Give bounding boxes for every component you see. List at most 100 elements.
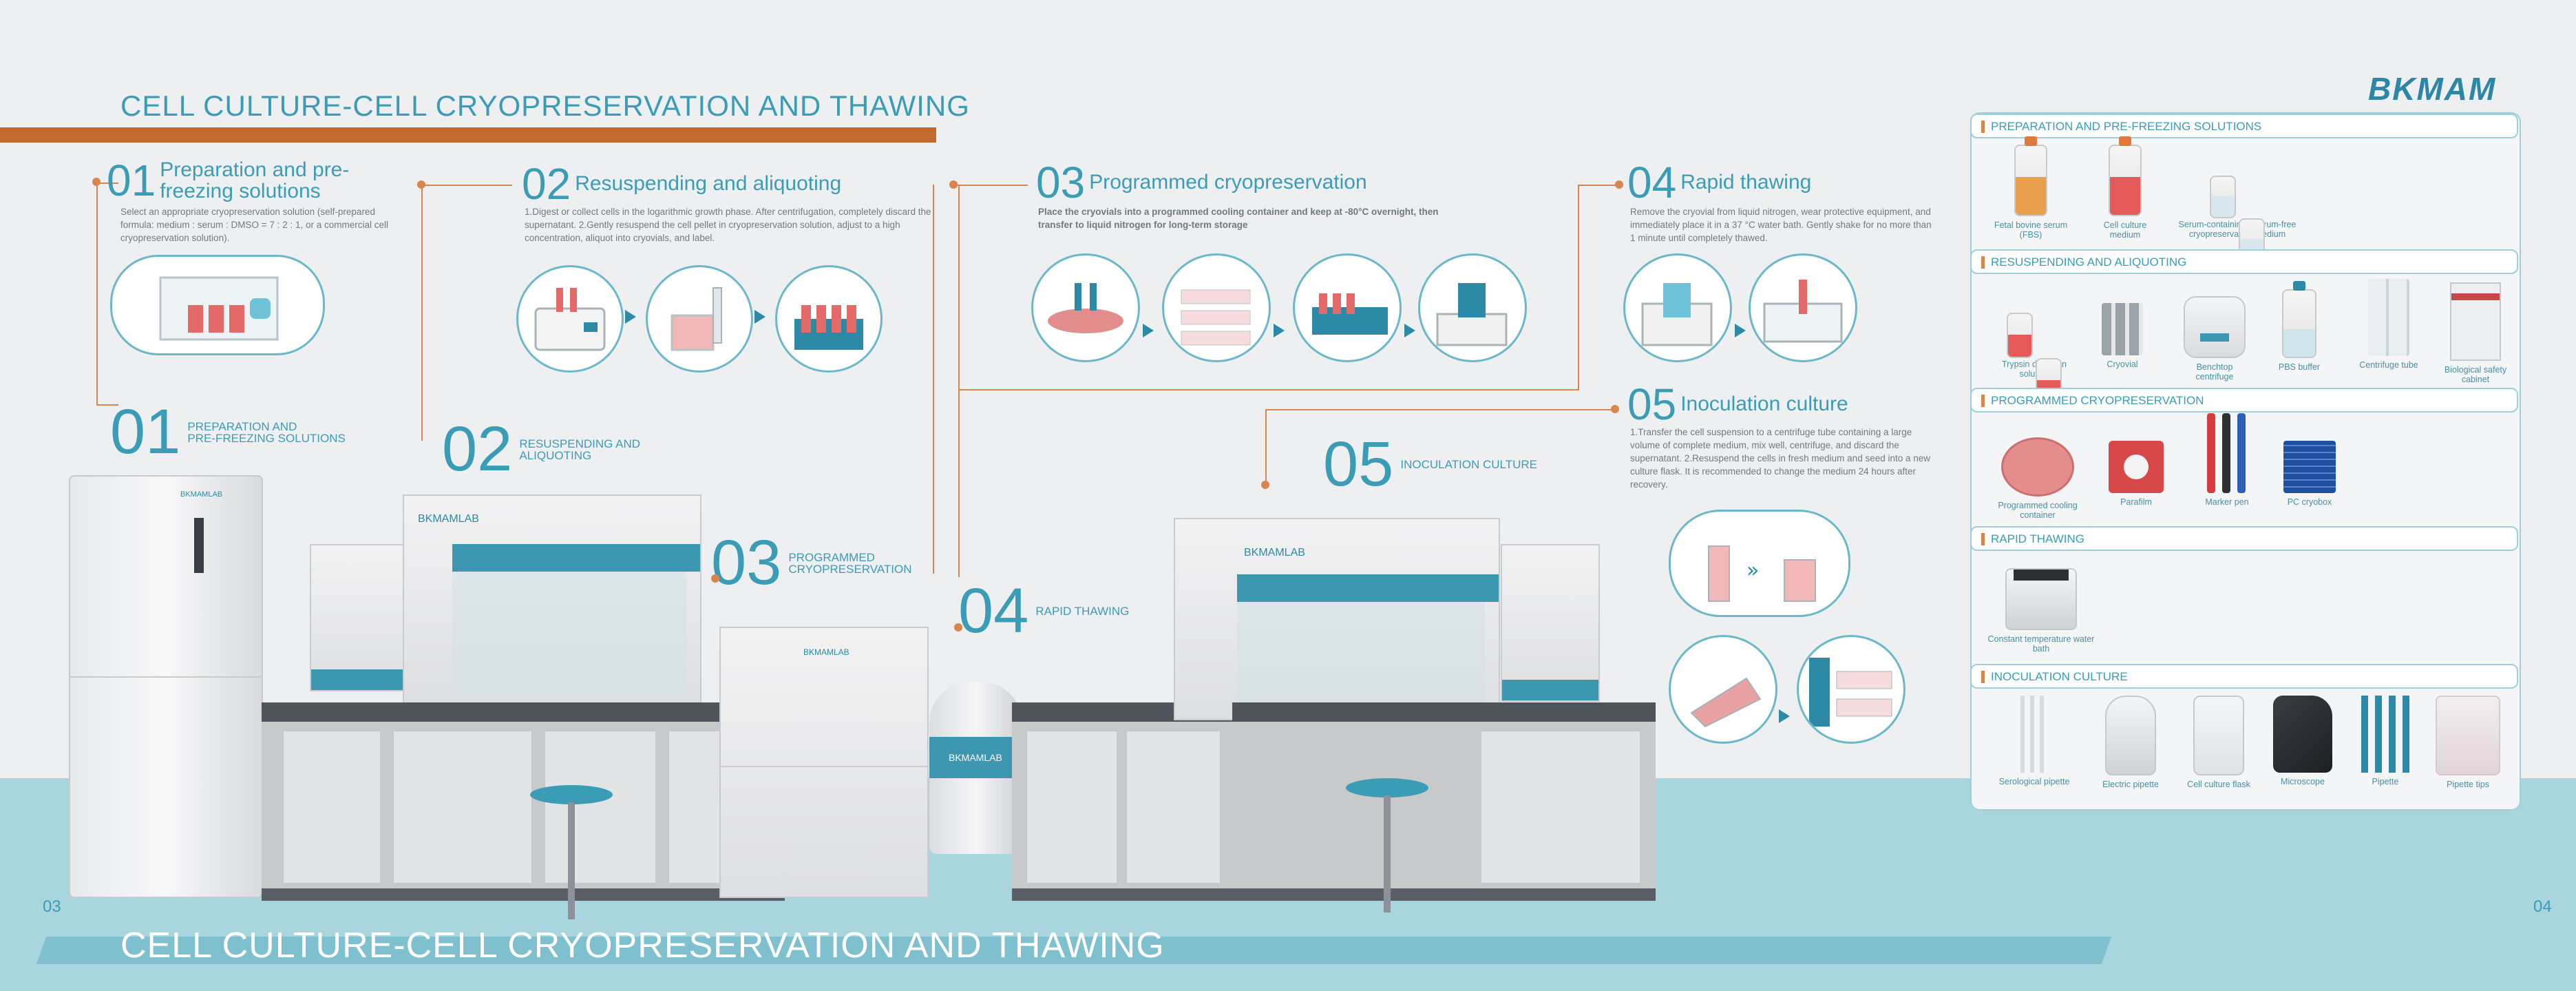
- culture-flask-icon: [1690, 677, 1762, 728]
- ultra-low-freezer: BKMAMLAB: [719, 627, 929, 898]
- connector-dot: [949, 180, 958, 189]
- marker-03-number: 03: [711, 528, 782, 598]
- item-marker-pen: Marker pen: [2189, 413, 2265, 507]
- panel-section-inoculation-title: INOCULATION CULTURE: [1991, 670, 2128, 683]
- culture-flask-icon: [2193, 696, 2244, 775]
- parafilm-icon: [2109, 441, 2164, 493]
- item-pipette-label: Pipette: [2372, 777, 2399, 786]
- item-serological-pipette: Serological pipette: [1993, 696, 2076, 786]
- step-05-illustration-1: »: [1669, 510, 1850, 617]
- item-pipette-tips: Pipette tips: [2430, 696, 2506, 789]
- connector-04c: [1578, 185, 1620, 390]
- item-pipette-tips-label: Pipette tips: [2447, 780, 2489, 789]
- step-05-illustration-2: [1669, 635, 1777, 744]
- step-01-illustration: [110, 255, 325, 355]
- bottle-icon: [2014, 136, 2047, 216]
- item-cryovial: Cryovial: [2098, 303, 2146, 369]
- page-number-right: 04: [2533, 897, 2552, 916]
- freezer-racks-icon: [1181, 289, 1251, 346]
- stool-leg: [1384, 795, 1391, 912]
- panel-section-programmed-title: PROGRAMMED CRYOPRESERVATION: [1991, 394, 2204, 407]
- connector-03a: [712, 185, 934, 574]
- connector-dot: [1611, 405, 1619, 413]
- refrigerator: BKMAMLAB: [69, 475, 263, 898]
- item-parafilm: Parafilm: [2105, 441, 2167, 507]
- item-biosafety-cabinet: Biological safety cabinet: [2437, 282, 2514, 384]
- item-microscope: Microscope: [2265, 696, 2341, 786]
- biosafety-cabinet-icon: [2450, 282, 2501, 361]
- cryovial-icon: [2102, 303, 2143, 355]
- item-pbs-label: PBS buffer: [2278, 362, 2321, 372]
- item-culture-flask: Cell culture flask: [2181, 696, 2257, 789]
- panel-section-resuspend: RESUSPENDING AND ALIQUOTING: [1970, 249, 2518, 274]
- marker-02-number: 02: [442, 414, 513, 484]
- marker-03-line2: CRYOPRESERVATION: [788, 562, 912, 576]
- stool-leg: [568, 802, 575, 919]
- item-electric-pipette: Electric pipette: [2093, 696, 2168, 789]
- item-pc-cryobox-label: PC cryobox: [2287, 497, 2332, 507]
- cryovials-icon: [794, 305, 863, 350]
- marker-01-line2: PRE-FREEZING SOLUTIONS: [187, 431, 346, 445]
- connector-05: [1265, 409, 1616, 486]
- lab-bench-right: [1232, 702, 1656, 901]
- item-parafilm-label: Parafilm: [2120, 497, 2152, 507]
- step-04-illustration-2: [1749, 253, 1857, 362]
- step-05-illustration-3: [1797, 635, 1905, 744]
- step-04-title: Rapid thawing: [1680, 171, 1812, 194]
- item-culture-flask-label: Cell culture flask: [2187, 780, 2250, 789]
- liquid-nitrogen-tank-icon: [1436, 283, 1508, 346]
- item-fbs-label: Fetal bovine serum (FBS): [1994, 220, 2068, 240]
- step-02-title: Resuspending and aliquoting: [575, 172, 842, 196]
- item-pc-cryobox: PC cryobox: [2272, 441, 2347, 507]
- step-04-illustration-1: [1623, 253, 1732, 362]
- step-03-illustration-2: [1162, 253, 1271, 362]
- tank-brand: BKMAMLAB: [949, 752, 1002, 763]
- incubator-right: [1501, 544, 1600, 702]
- item-trypsin-label: Trypsin digestion solution: [2001, 359, 2067, 379]
- step-03-illustration-4: [1418, 253, 1527, 362]
- marker-01-line1: PREPARATION AND: [187, 419, 297, 433]
- marker-dot: [1261, 481, 1269, 489]
- biosafety-cabinet-right: BKMAMLAB: [1174, 518, 1500, 720]
- connector-01: [96, 182, 118, 406]
- panel-section-inoculation: INOCULATION CULTURE: [1970, 664, 2518, 689]
- step-03-description: Place the cryovials into a programmed co…: [1038, 207, 1439, 230]
- connector-dot: [92, 178, 101, 186]
- arrow-icon: [1779, 709, 1790, 723]
- serological-pipette-icon: [2020, 696, 2048, 773]
- marker-03-line1: PROGRAMMED: [788, 550, 875, 564]
- arrow-icon: [1404, 324, 1415, 337]
- panel-section-prep-title: PREPARATION AND PRE-FREEZING SOLUTIONS: [1991, 120, 2262, 133]
- liquid-nitrogen-tank: BKMAMLAB: [929, 682, 1022, 854]
- item-centrifuge-tube: Centrifuge tube: [2354, 279, 2423, 370]
- item-cryo-medium: Serum-containing / Serum-free cryopreser…: [2175, 169, 2299, 261]
- item-water-bath: Constant temperature water bath: [1979, 568, 2103, 654]
- panel-section-thawing: RAPID THAWING: [1970, 526, 2518, 551]
- lab-bench-middle: [1012, 702, 1232, 901]
- marker-02-line1: RESUSPENDING AND: [519, 437, 641, 450]
- marker-05-number: 05: [1323, 429, 1394, 499]
- item-microscope-label: Microscope: [2281, 777, 2325, 786]
- item-serological-pipette-label: Serological pipette: [1998, 777, 2070, 786]
- arrow-icon: [1143, 324, 1154, 337]
- centrifuge-tube-icon: [2368, 279, 2409, 356]
- nitrogen-tank-open-icon: [1641, 283, 1713, 346]
- bottom-title: CELL CULTURE-CELL CRYOPRESERVATION AND T…: [120, 926, 1165, 966]
- step-04-number: 04: [1627, 158, 1677, 207]
- fridge-brand: BKMAMLAB: [180, 490, 223, 499]
- item-trypsin: Trypsin digestion solution: [1989, 303, 2079, 404]
- item-fbs: Fetal bovine serum (FBS): [1993, 136, 2069, 240]
- centrifuge-icon: [2184, 296, 2246, 358]
- electric-pipette-icon: [2105, 696, 2156, 775]
- stool-seat: [1346, 778, 1428, 797]
- cooling-container-icon: [2001, 437, 2074, 497]
- water-bath-icon: [1763, 280, 1843, 343]
- cabinet-brand: BKMAMLAB: [418, 513, 479, 525]
- incubator-icon: [1809, 658, 1892, 727]
